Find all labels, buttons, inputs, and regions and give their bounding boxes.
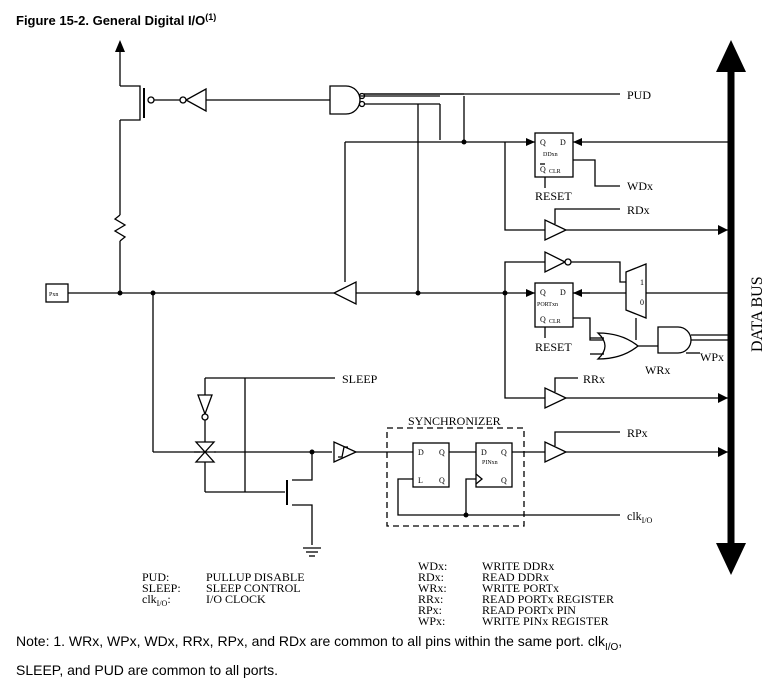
wpx-and-gate: WPx: [657, 326, 728, 364]
svg-text:Q: Q: [540, 165, 546, 174]
svg-text:D: D: [560, 138, 566, 147]
ddr-name: DDxn: [543, 152, 558, 158]
ddr-register: Q D DDxn Q CLR RESET WDx: [345, 132, 728, 203]
reset-label-port: RESET: [535, 340, 572, 354]
svg-text:SLEEP CONTROL: SLEEP CONTROL: [206, 581, 301, 595]
svg-text:RDx:: RDx:: [418, 570, 444, 584]
schmitt-trigger: [333, 440, 418, 464]
rdx-label: RDx: [627, 203, 650, 217]
svg-text:RPx:: RPx:: [418, 603, 442, 617]
pud-label: PUD: [627, 88, 651, 102]
svg-text:Q: Q: [439, 448, 445, 457]
svg-text:D: D: [418, 448, 424, 457]
wdx-label: WDx: [627, 179, 653, 193]
svg-text:Q: Q: [540, 315, 546, 324]
figure-title: Figure 15-2. General Digital I/O(1): [16, 12, 216, 28]
rrx-label: RRx: [583, 372, 605, 386]
data-bus-label: DATA BUS: [749, 276, 766, 352]
svg-text:Q: Q: [501, 476, 507, 485]
wpx-label: WPx: [700, 350, 724, 364]
svg-text:clkI/O:: clkI/O:: [142, 592, 171, 608]
svg-text:CLR: CLR: [549, 319, 561, 325]
wrx-label: WRx: [645, 363, 670, 377]
figure-note: Note: 1. WRx, WPx, WDx, RRx, RPx, and RD…: [16, 630, 776, 681]
port-or-gate: WRx: [590, 332, 670, 377]
legend-right: WDx: WRITE DDRx RDx: READ DDRx WRx: WRIT…: [418, 559, 614, 628]
toggle-inverter: [504, 250, 626, 293]
rpx-buffer: RPx: [512, 426, 728, 464]
svg-text:SLEEP:: SLEEP:: [142, 581, 181, 595]
synchronizer: SYNCHRONIZER D Q L Q D Q PINxn Q clkI/O: [386, 414, 653, 527]
svg-text:PULLUP DISABLE: PULLUP DISABLE: [206, 570, 305, 584]
port-mux: 1 0: [625, 263, 728, 340]
svg-text:D: D: [560, 288, 566, 297]
general-digital-io-diagram: Figure 15-2. General Digital I/O(1) DATA…: [16, 12, 766, 628]
svg-text:READ PORTx REGISTER: READ PORTx REGISTER: [482, 592, 614, 606]
legend-left: PUD: PULLUP DISABLE SLEEP: SLEEP CONTROL…: [142, 570, 305, 608]
pullup-network: [113, 40, 330, 293]
sleep-control: SLEEP: [152, 293, 378, 557]
svg-text:L: L: [418, 476, 423, 485]
svg-text:PUD:: PUD:: [142, 570, 169, 584]
svg-text:WDx:: WDx:: [418, 559, 447, 573]
pullup-and-gate: PUD: [329, 85, 651, 142]
clk-label: clkI/O: [627, 509, 653, 525]
svg-text:Q: Q: [501, 448, 507, 457]
svg-text:D: D: [481, 448, 487, 457]
rpx-label: RPx: [627, 426, 648, 440]
svg-text:Q: Q: [540, 288, 546, 297]
svg-text:1: 1: [640, 278, 644, 287]
svg-text:0: 0: [640, 298, 644, 307]
reset-label-ddr: RESET: [535, 189, 572, 203]
svg-text:Q: Q: [540, 138, 546, 147]
svg-text:I/O CLOCK: I/O CLOCK: [206, 592, 266, 606]
svg-text:WRITE PINx REGISTER: WRITE PINx REGISTER: [482, 614, 609, 628]
svg-text:READ DDRx: READ DDRx: [482, 570, 549, 584]
rrx-buffer: RRx: [504, 293, 728, 410]
output-driver: [332, 104, 590, 306]
svg-text:WRx:: WRx:: [418, 581, 447, 595]
port-register: Q D PORTxn Q CLR RESET: [526, 282, 626, 354]
sleep-label: SLEEP: [342, 372, 378, 386]
port-name: PORTxn: [537, 302, 558, 308]
note-line-1: Note: 1. WRx, WPx, WDx, RRx, RPx, and RD…: [16, 633, 623, 653]
svg-text:RRx:: RRx:: [418, 592, 443, 606]
svg-text:WPx:: WPx:: [418, 614, 445, 628]
svg-text:Q: Q: [439, 476, 445, 485]
svg-text:CLR: CLR: [549, 169, 561, 175]
pin-name: PINxn: [482, 460, 498, 466]
pxn-label: Pxn: [49, 292, 58, 298]
note-line-2: SLEEP, and PUD are common to all ports.: [16, 661, 278, 678]
svg-text:WRITE DDRx: WRITE DDRx: [482, 559, 554, 573]
pin-pad: Pxn: [45, 283, 69, 303]
data-bus: DATA BUS: [716, 40, 766, 575]
svg-text:READ PORTx PIN: READ PORTx PIN: [482, 603, 576, 617]
rdx-buffer: RDx: [504, 142, 728, 242]
synchronizer-label: SYNCHRONIZER: [408, 414, 501, 428]
svg-text:WRITE PORTx: WRITE PORTx: [482, 581, 559, 595]
